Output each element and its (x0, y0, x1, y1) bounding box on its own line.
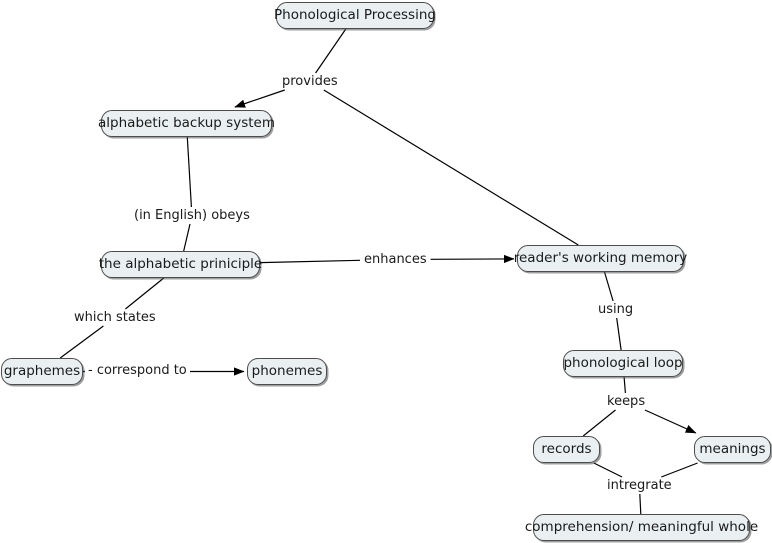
edge-provides-to-readers-working-memory (323, 89, 579, 246)
node-alphabetic-backup-system[interactable]: alphabetic backup system (98, 110, 275, 137)
link-label-in-english-obeys: (in English) obeys (131, 208, 253, 223)
edge-in-english-obeys-to-principle (183, 223, 191, 252)
edge-pp-to-provides (315, 28, 347, 74)
edge-loop-to-keeps (623, 376, 626, 394)
edge-using-to-phonological-loop (616, 317, 622, 351)
edge-keeps-to-meanings (644, 409, 697, 434)
edge-records-to-intregrate (593, 462, 623, 478)
edge-intregrate-to-comprehension (639, 493, 642, 515)
node-phonemes[interactable]: phonemes (247, 358, 327, 385)
link-label-using: using (595, 302, 637, 317)
link-label-which-states: which states (71, 310, 159, 325)
edge-abs-to-in-english-obeys (186, 136, 192, 208)
node-graphemes[interactable]: graphemes (1, 358, 83, 385)
link-label-correspond-to: - correspond to (85, 363, 190, 378)
edge-which-states-to-graphemes (59, 325, 104, 359)
link-label-intregrate: intregrate (604, 478, 675, 493)
link-label-enhances: enhances (361, 252, 430, 267)
link-label-provides: provides (279, 74, 341, 89)
link-label-keeps: keeps (604, 394, 649, 409)
edge-principle-to-which-states (125, 277, 165, 310)
edge-provides-to-alphabetic-backup-system (234, 89, 285, 108)
node-phonological-loop[interactable]: phonological loop (563, 350, 683, 377)
edge-principle-to-enhances (259, 259, 361, 264)
node-the-alphabetic-priniciple[interactable]: the alphabetic priniciple (99, 251, 262, 278)
node-comprehension-meaningful-whole[interactable]: comprehension/ meaningful whole (525, 514, 758, 541)
edge-rwm-to-using (603, 271, 614, 302)
node-meanings[interactable]: meanings (694, 436, 771, 463)
node-records[interactable]: records (533, 436, 600, 463)
node-readers-working-memory[interactable]: reader's working memory (514, 245, 687, 272)
edge-meanings-to-intregrate (661, 462, 698, 478)
edge-keeps-to-records (582, 409, 616, 437)
node-phonological-processing[interactable]: Phonological Processing (274, 2, 436, 29)
